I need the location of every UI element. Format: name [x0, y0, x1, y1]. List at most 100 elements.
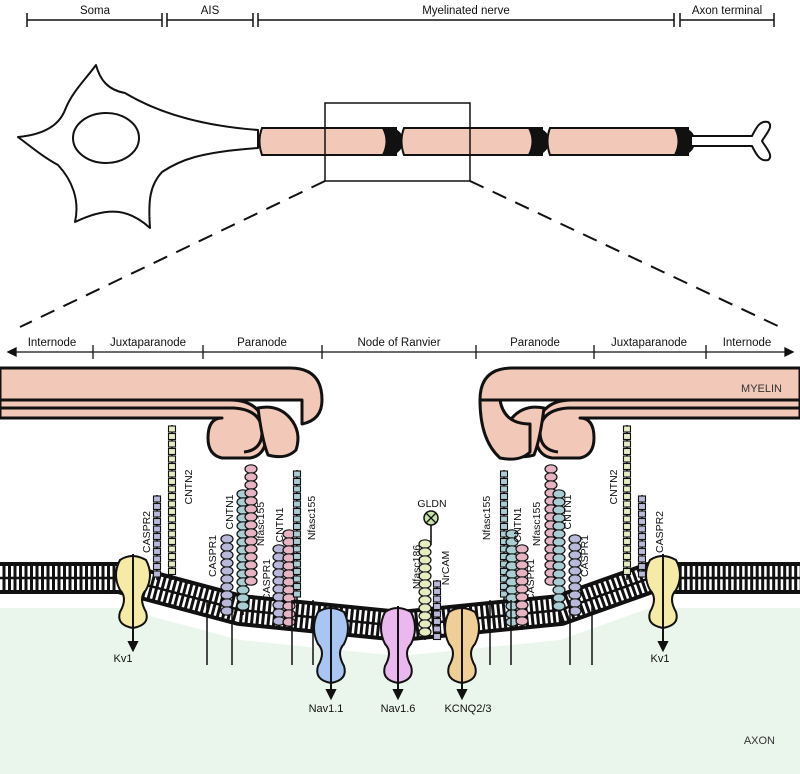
cntn2-right-chain-bead: [622, 462, 632, 471]
nav16-channel: [380, 606, 416, 701]
nfasc186-label: Nfasc186: [411, 545, 423, 590]
kcnq-channel: [444, 606, 480, 701]
nfasc155-r1-chain-bead: [499, 477, 509, 486]
cntn1-r2-chain-bead: [552, 569, 566, 579]
segment-myelinated-nerve-label: Myelinated nerve: [422, 5, 510, 17]
caspr1-l1-chain-bead: [220, 590, 234, 600]
caspr1-r1-chain-bead: [515, 600, 529, 610]
axon-label: AXON: [744, 735, 775, 747]
caspr1-l1-chain-bead: [220, 598, 234, 608]
cntn2-right-chain-bead: [622, 440, 632, 448]
kv1-channel-left: [115, 554, 151, 653]
caspr1-label-r1: CASPR1: [525, 559, 537, 601]
caspr1-l1-chain-bead: [220, 542, 234, 552]
caspr1-r2-chain-bead: [568, 606, 582, 616]
gldn-label: GLDN: [417, 498, 446, 510]
nfasc155-l2-chain-bead: [292, 545, 302, 553]
caspr2-left-chain-bead: [152, 547, 162, 556]
myelin-right: [478, 366, 800, 461]
cntn1-r2-chain-bead: [552, 561, 566, 571]
caspr2-right-chain-bead: [637, 532, 647, 541]
nfasc155-l1-chain-bead: [244, 560, 258, 570]
nfasc155-r1-chain-bead: [499, 515, 509, 523]
caspr2-right-chain-bead: [637, 540, 647, 548]
nfasc155-label-r1: Nfasc155: [481, 496, 493, 541]
nfasc155-l2-chain-bead: [292, 470, 302, 478]
caspr2-left-chain-bead: [152, 495, 162, 503]
caspr2-right-chain-bead: [637, 562, 647, 571]
cntn2-right-chain-bead: [622, 492, 632, 501]
gldn-cross: [425, 512, 437, 524]
caspr2-right-chain-bead: [637, 510, 647, 518]
caspr2-left-chain-bead: [152, 570, 162, 578]
cntn2-left-chain-bead: [167, 500, 177, 508]
nfasc155-l2-chain-bead: [292, 560, 302, 568]
caspr2-left-chain-bead: [152, 517, 162, 526]
nrcam-chain-bead: [432, 632, 442, 641]
nfasc155-l2-chain-bead: [292, 492, 302, 501]
nfasc155-l2-chain-bead: [292, 590, 302, 598]
cntn2-right-chain-bead: [622, 485, 632, 493]
caspr1-r2-chain-bead: [568, 590, 582, 600]
cntn2-right-chain-bead: [622, 455, 632, 463]
cntn2-right-chain-bead: [622, 567, 632, 576]
caspr2-left-chain-bead: [152, 532, 162, 541]
cntn1-l2-chain-bead: [282, 601, 296, 611]
cntn2-left-chain-bead: [167, 507, 177, 516]
region-internode-right: Internode: [723, 337, 772, 349]
cntn1-label-r2: CNTN1: [562, 494, 574, 529]
nfasc155-l2-chain-bead: [292, 515, 302, 523]
nav11-label: Nav1.1: [309, 703, 344, 715]
region-internode-left: Internode: [28, 337, 77, 349]
nfasc155-r2-chain-bead: [544, 480, 558, 490]
caspr2-left-chain-bead: [152, 540, 162, 548]
region-juxtaparanode-left: Juxtaparanode: [110, 337, 186, 349]
caspr2-right-chain-bead: [637, 517, 647, 526]
nfasc155-r2-chain-bead: [544, 464, 558, 474]
myelin-left: [0, 366, 324, 460]
caspr1-r2-chain-bead: [568, 598, 582, 608]
nrcam-chain-bead: [432, 610, 442, 618]
nfasc186-chain-bead: [418, 619, 432, 629]
cntn2-left-chain-bead: [167, 537, 177, 546]
region-paranode-right: Paranode: [510, 337, 560, 349]
cntn2-right-chain-bead: [622, 545, 632, 553]
segment-ais-label: AIS: [201, 5, 220, 17]
caspr1-l1-chain-bead: [220, 558, 234, 568]
segment-scale: [26, 13, 775, 27]
caspr1-l1-chain-bead: [220, 566, 234, 576]
caspr1-label-l1: CASPR1: [207, 535, 219, 577]
nfasc155-r1-chain-bead: [499, 492, 509, 501]
cntn1-l1-chain-bead: [236, 585, 250, 595]
cntn1-r2-chain-bead: [552, 577, 566, 587]
nfasc155-label-l1: Nfasc155: [255, 502, 267, 547]
nfasc155-r2-chain-bead: [544, 472, 558, 482]
nfasc155-l2-chain-bead: [292, 477, 302, 486]
nav16-label: Nav1.6: [381, 703, 416, 715]
cntn1-r2-chain-bead: [552, 593, 566, 603]
nfasc155-l2-chain-bead: [292, 507, 302, 516]
cntn1-label-r1: CNTN1: [512, 507, 524, 542]
cntn2-left-chain-bead: [167, 447, 177, 456]
cntn2-right-chain-bead: [622, 537, 632, 546]
nfasc155-l1-chain-bead: [244, 488, 258, 498]
cntn2-left-chain-bead: [167, 515, 177, 523]
nfasc155-l2-chain-bead: [292, 537, 302, 546]
caspr2-left-chain-bead: [152, 502, 162, 511]
cntn2-left-chain-bead: [167, 462, 177, 471]
cntn2-left-chain-bead: [167, 560, 177, 568]
cntn2-right-chain-bead: [622, 560, 632, 568]
caspr2-left-chain-bead: [152, 525, 162, 533]
cntn2-right-chain-bead: [622, 530, 632, 538]
zoom-lines: [19, 180, 781, 328]
caspr2-right-chain-bead: [637, 555, 647, 563]
caspr1-r1-chain-bead: [515, 616, 529, 626]
nfasc155-r1-chain-bead: [499, 522, 509, 531]
region-label-backgrounds: [24, 335, 779, 348]
segment-axon-terminal-label: Axon terminal: [692, 5, 762, 17]
cntn2-right-chain-bead: [622, 507, 632, 516]
nfasc155-l2-chain-bead: [292, 575, 302, 583]
cntn2-right-chain-bead: [622, 477, 632, 486]
cntn2-right-label: CNTN2: [608, 469, 620, 504]
cntn2-left-label: CNTN2: [183, 469, 195, 504]
